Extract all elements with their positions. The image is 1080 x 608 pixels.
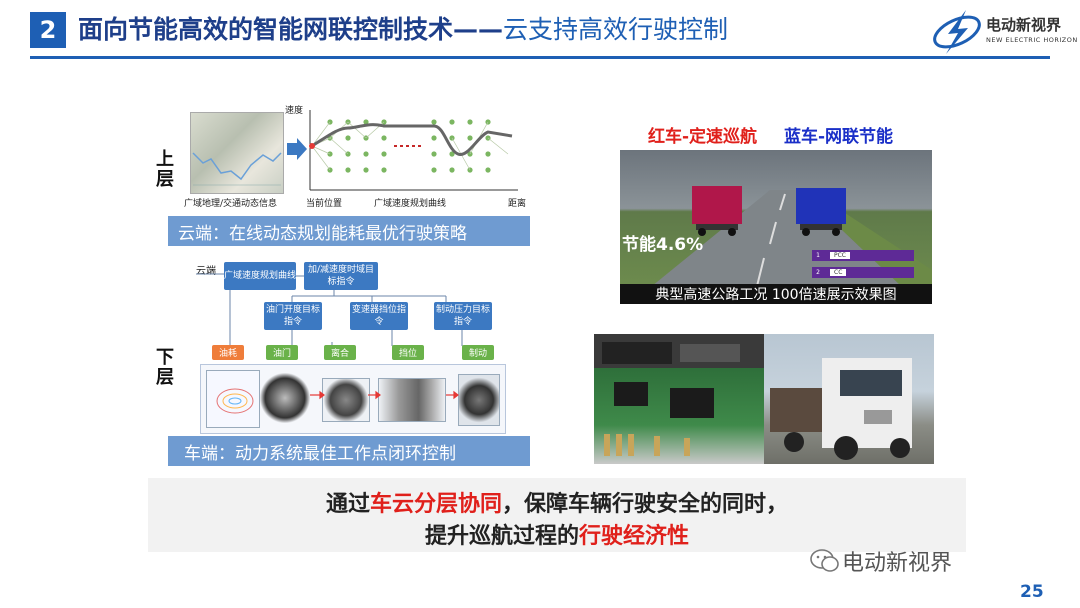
axis-label-speed: 速度: [285, 106, 304, 116]
terrain-map-image: [190, 112, 284, 194]
section-number: 2: [30, 12, 66, 48]
tag-gear: 挡位: [392, 345, 424, 360]
circuit-board-icon: [602, 342, 740, 456]
hud-row-2: 2 CC: [812, 267, 914, 278]
truck-photo-icon: [770, 358, 912, 460]
video-caption: 典型高速公路工况 100倍速展示效果图: [620, 284, 932, 304]
title-dash: ——: [453, 15, 504, 44]
red-truck: [692, 186, 742, 236]
box-accel-command: 加/减速度时域目标指令: [304, 262, 378, 290]
title-main: 面向节能高效的智能网联控制技术: [78, 15, 454, 44]
blue-truck: [796, 188, 846, 236]
speed-planning-graph: [309, 110, 518, 191]
speed-curve-caption: 广域速度规划曲线: [374, 199, 447, 209]
logo-text-en: NEW ELECTRIC HORIZON: [986, 36, 1078, 44]
message-line-2: 提升巡航过程的行驶经济性: [424, 524, 690, 549]
title-sub: 云支持高效行驶控制: [503, 15, 729, 44]
tag-clutch: 离合: [324, 345, 356, 360]
key-message-box: 通过车云分层协同，保障车辆行驶安全的同时， 提升巡航过程的行驶经济性: [148, 478, 966, 552]
box-brake-command: 制动压力目标指令: [434, 302, 492, 330]
red-truck-label: 红车-定速巡航: [648, 127, 758, 147]
cloud-strategy-banner: 云端：在线动态规划能耗最优行驶策略: [168, 216, 530, 246]
hud-row-1: 1 PCC: [812, 250, 914, 261]
axis-label-distance: 距离: [508, 199, 527, 209]
clutch-image: [322, 378, 370, 422]
lower-layer-label: 下层: [156, 347, 174, 388]
contour-map-icon: [216, 388, 254, 414]
box-speed-planning: 广域速度规划曲线: [224, 262, 296, 290]
logo-text-cn: 电动新视界: [986, 16, 1062, 34]
elevation-profile-icon: [192, 152, 282, 186]
box-gear-command: 变速器挡位指令: [350, 302, 408, 330]
current-position-label: 当前位置: [306, 199, 343, 209]
page-number: 25: [1020, 582, 1044, 602]
vehicle-control-banner: 车端：动力系统最佳工作点闭环控制: [168, 436, 530, 466]
watermark-text: 电动新视界: [842, 551, 953, 576]
wechat-icon: [810, 549, 839, 572]
engine-image: [260, 372, 310, 424]
lightning-logo-icon: [933, 10, 981, 54]
map-caption: 广域地理/交通动态信息: [184, 199, 278, 209]
arrow-right-icon: [287, 138, 307, 160]
gearbox-image: [378, 378, 446, 422]
brake-image: [458, 374, 500, 426]
header-divider: [30, 56, 1050, 59]
cloud-source-label: 云端: [196, 266, 216, 277]
tag-throttle: 油门: [266, 345, 298, 360]
controller-board-photo: [594, 334, 764, 464]
tag-brake: 制动: [462, 345, 494, 360]
highway-scene: [630, 186, 932, 304]
box-throttle-command: 油门开度目标指令: [264, 302, 322, 330]
simulation-video-frame: [620, 150, 932, 304]
blue-truck-label: 蓝车-网联节能: [784, 127, 894, 147]
page-title: 面向节能高效的智能网联控制技术——云支持高效行驶控制: [78, 10, 728, 46]
energy-saving-label: 节能4.6%: [622, 235, 704, 255]
tag-fuel-consumption: 油耗: [212, 345, 244, 360]
component-arrows: [310, 390, 459, 400]
message-line-1: 通过车云分层协同，保障车辆行驶安全的同时，: [325, 492, 789, 517]
efficiency-map-image: [206, 370, 260, 428]
upper-layer-label: 上层: [156, 149, 174, 190]
test-truck-photo: [764, 334, 934, 464]
